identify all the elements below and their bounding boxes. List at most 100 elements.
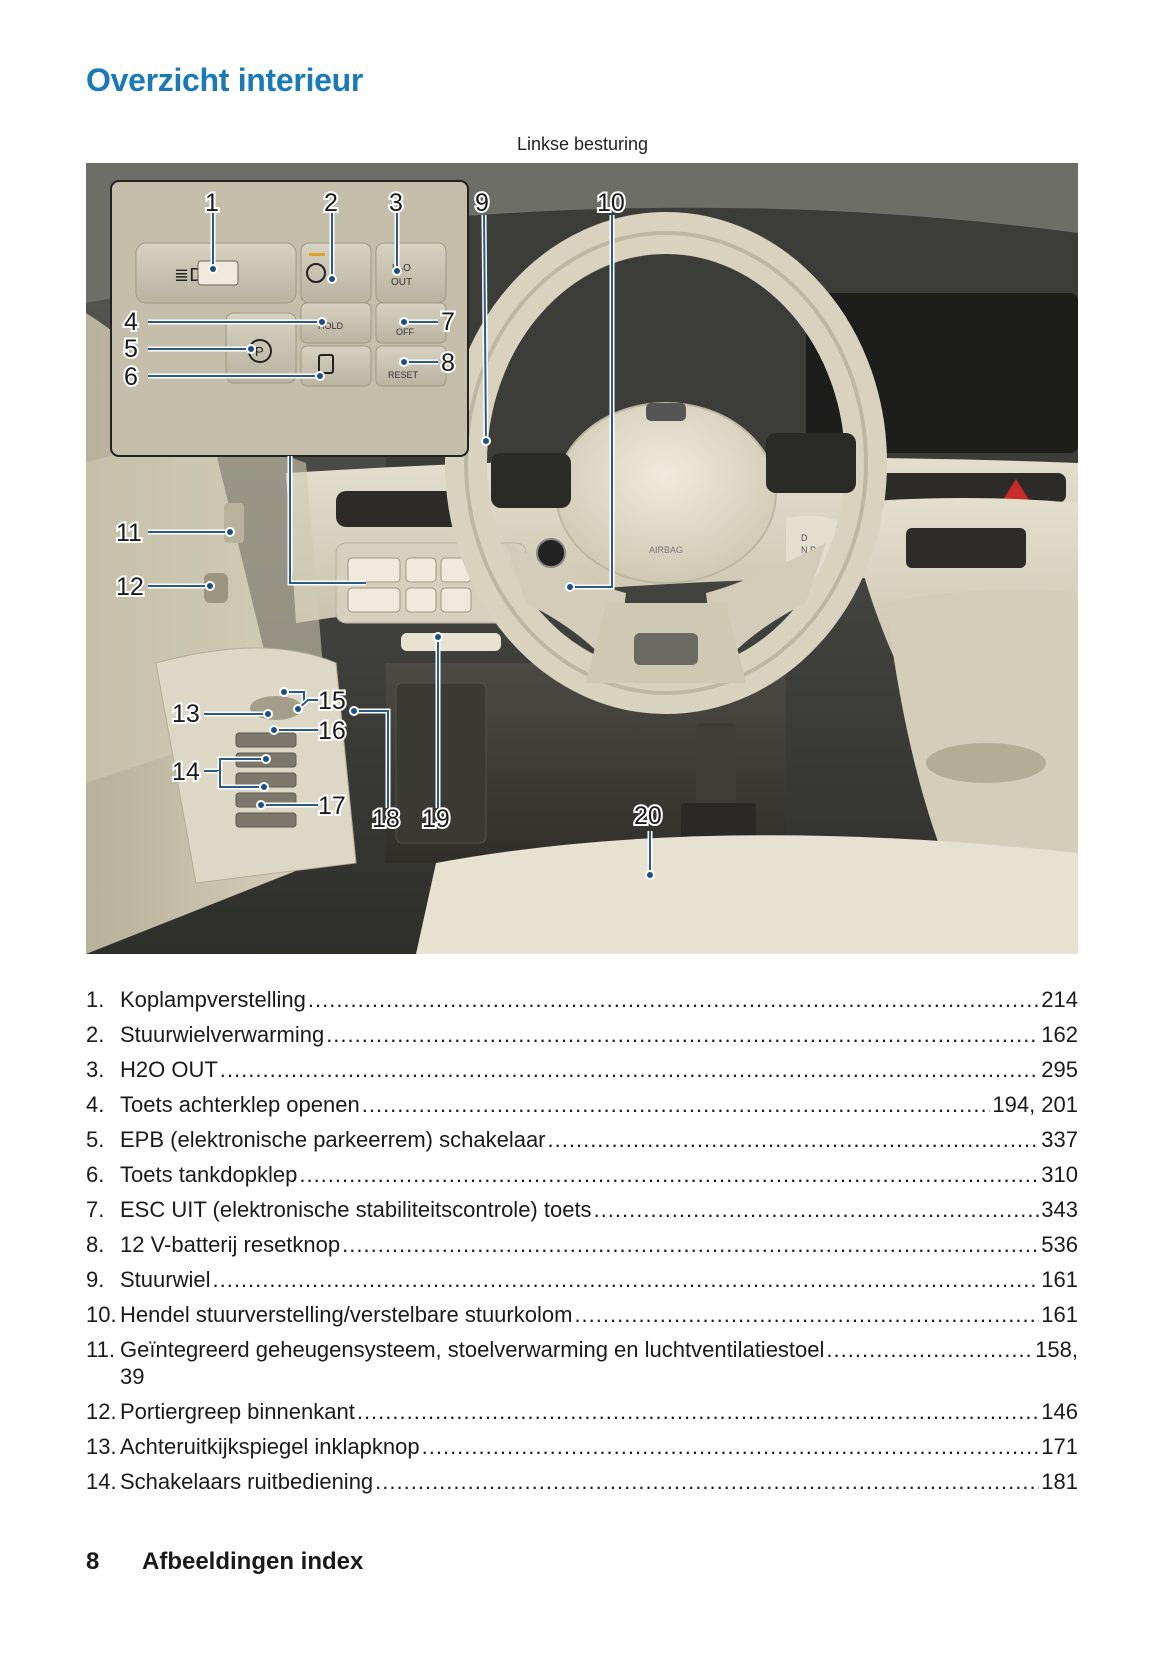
index-item-13: 13. Achteruitkijkspiegel inklapknop 171 bbox=[86, 1429, 1078, 1464]
console-switches bbox=[906, 528, 1026, 568]
index-item-11-continuation: 39 bbox=[86, 1359, 1078, 1394]
dot-leader bbox=[326, 1017, 1039, 1052]
index-page: 161 bbox=[1041, 1267, 1078, 1292]
dot-leader bbox=[220, 1052, 1039, 1087]
callout-6: 6 bbox=[124, 363, 138, 391]
page-number: 8 bbox=[86, 1548, 100, 1575]
figure-caption: Linkse besturing bbox=[516, 134, 649, 154]
callout-numbers: 1 2 3 4 5 6 7 8 9 10 11 12 13 14 15 16 1… bbox=[114, 187, 664, 835]
index-number: 5. bbox=[86, 1127, 105, 1152]
figure-index-list: 1. Koplampverstelling 214 2. Stuurwielve… bbox=[86, 982, 1078, 1499]
callout-5: 5 bbox=[124, 335, 138, 363]
index-label: Geïntegreerd geheugensysteem, stoelverwa… bbox=[120, 1337, 825, 1362]
index-item-7: 7. ESC UIT (elektronische stabiliteitsco… bbox=[86, 1192, 1078, 1227]
floor-mat bbox=[395, 682, 487, 844]
index-number: 4. bbox=[86, 1092, 105, 1117]
index-item-4: 4. Toets achterklep openen 194, 201 bbox=[86, 1087, 1078, 1122]
headlamp-icon: ≣D bbox=[174, 265, 203, 286]
callout-8: 8 bbox=[441, 349, 455, 377]
dot-leader bbox=[357, 1394, 1039, 1429]
callout-15: 15 bbox=[318, 687, 346, 715]
index-label: Schakelaars ruitbediening bbox=[120, 1469, 374, 1494]
callout-4: 4 bbox=[124, 308, 138, 336]
index-item-2: 2. Stuurwielverwarming 162 bbox=[86, 1017, 1078, 1052]
index-number: 13. bbox=[86, 1434, 117, 1459]
index-number: 14. bbox=[86, 1469, 117, 1494]
index-item-6: 6. Toets tankdopklep 310 bbox=[86, 1157, 1078, 1192]
index-item-3: 3. H2O OUT 295 bbox=[86, 1052, 1078, 1087]
index-label: Achteruitkijkspiegel inklapknop bbox=[120, 1434, 420, 1459]
index-number: 8. bbox=[86, 1232, 105, 1257]
index-page: 343 bbox=[1041, 1197, 1078, 1222]
index-label: ESC UIT (elektronische stabiliteitscontr… bbox=[120, 1197, 592, 1222]
index-number: 12. bbox=[86, 1399, 117, 1424]
off-label: OFF bbox=[396, 327, 414, 337]
footwell-trim bbox=[401, 633, 501, 651]
index-label: 12 V-batterij resetknop bbox=[120, 1232, 341, 1257]
switch-inset: ≣D H₂O OUT HOLD OFF P RESET bbox=[110, 180, 469, 457]
index-page: 181 bbox=[1041, 1469, 1078, 1494]
out-label: OUT bbox=[391, 277, 412, 288]
index-page: 536 bbox=[1041, 1232, 1078, 1257]
index-item-9: 9. Stuurwiel 161 bbox=[86, 1262, 1078, 1297]
callout-19: 19 bbox=[422, 805, 450, 833]
seat-cushion bbox=[416, 835, 1078, 954]
hazard-icon bbox=[1001, 479, 1031, 503]
index-page: 161 bbox=[1041, 1302, 1078, 1327]
index-label: H2O OUT bbox=[120, 1057, 218, 1082]
callout-9: 9 bbox=[475, 189, 489, 217]
index-label: Stuurwiel bbox=[120, 1267, 211, 1292]
index-label: Koplampverstelling bbox=[120, 987, 306, 1012]
index-number: 10. bbox=[86, 1302, 117, 1327]
index-page: 158, bbox=[1035, 1337, 1078, 1362]
index-number: 11. bbox=[86, 1337, 115, 1362]
dot-leader bbox=[422, 1429, 1040, 1464]
dot-leader bbox=[299, 1157, 1039, 1192]
callout-14: 14 bbox=[172, 758, 200, 786]
dot-leader bbox=[548, 1122, 1040, 1157]
page-title: Overzicht interieur bbox=[86, 62, 364, 98]
accelerator-pedal bbox=[696, 723, 736, 813]
dot-leader bbox=[212, 1262, 1039, 1297]
index-page: 295 bbox=[1041, 1057, 1078, 1082]
callout-11: 11 bbox=[116, 519, 142, 547]
index-item-5: 5. EPB (elektronische parkeerrem) schake… bbox=[86, 1122, 1078, 1157]
index-number: 3. bbox=[86, 1057, 105, 1082]
h2o-label: H₂O bbox=[392, 263, 411, 274]
dot-leader bbox=[826, 1332, 1033, 1367]
index-page: 214 bbox=[1041, 987, 1078, 1012]
callout-3: 3 bbox=[389, 189, 403, 217]
callout-13: 13 bbox=[172, 700, 200, 728]
callout-12: 12 bbox=[116, 573, 144, 601]
center-console bbox=[886, 589, 1078, 863]
interior-illustration: D N P◂ R AIRBAG bbox=[86, 163, 1078, 954]
index-item-1: 1. Koplampverstelling 214 bbox=[86, 982, 1078, 1017]
callout-7: 7 bbox=[441, 308, 455, 336]
index-page: 310 bbox=[1041, 1162, 1078, 1187]
index-label: Portiergreep binnenkant bbox=[120, 1399, 355, 1424]
index-item-12: 12. Portiergreep binnenkant 146 bbox=[86, 1394, 1078, 1429]
index-number: 2. bbox=[86, 1022, 105, 1047]
pedal-base bbox=[681, 803, 756, 838]
callout-dots bbox=[205, 264, 655, 880]
index-page: 146 bbox=[1041, 1399, 1078, 1424]
cup-holder bbox=[926, 743, 1046, 783]
index-page: 162 bbox=[1041, 1022, 1078, 1047]
gear-label-np: N P◂ bbox=[801, 545, 821, 555]
dot-leader bbox=[342, 1227, 1039, 1262]
dot-leader bbox=[308, 982, 1039, 1017]
index-label: Hendel stuurverstelling/verstelbare stuu… bbox=[120, 1302, 573, 1327]
index-page: 171 bbox=[1041, 1434, 1078, 1459]
interior-drawing: D N P◂ R AIRBAG bbox=[86, 163, 1078, 954]
index-number: 6. bbox=[86, 1162, 105, 1187]
memory-seat-buttons bbox=[224, 503, 244, 543]
gear-label-d: D bbox=[801, 533, 808, 543]
steering-heat-icon bbox=[306, 263, 326, 283]
svg-text:P: P bbox=[255, 344, 264, 359]
hold-label: HOLD bbox=[318, 321, 344, 331]
callout-20: 20 bbox=[634, 802, 662, 830]
index-number: 7. bbox=[86, 1197, 105, 1222]
reset-label: RESET bbox=[388, 370, 419, 380]
index-item-10: 10. Hendel stuurverstelling/verstelbare … bbox=[86, 1297, 1078, 1332]
index-number: 1. bbox=[86, 987, 105, 1012]
